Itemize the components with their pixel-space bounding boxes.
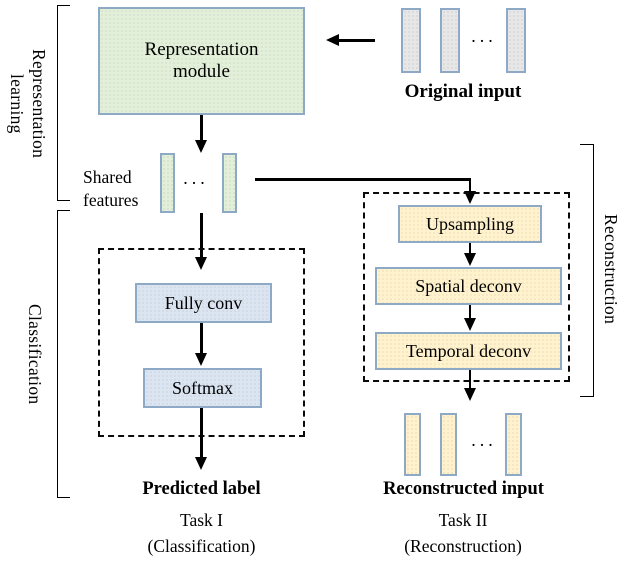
connector-features-to-reconstruction-drop — [468, 178, 471, 192]
spatial-deconv-box: Spatial deconv — [375, 267, 562, 305]
reconstructed-input-bar — [505, 413, 522, 476]
arrow-input-to-module-line — [337, 39, 375, 42]
spatial-deconv-label: Spatial deconv — [415, 275, 522, 296]
original-input-bar — [506, 8, 526, 73]
task2-sublabel: (Reconstruction) — [404, 536, 522, 556]
shared-features-label: Shared features — [83, 167, 139, 211]
fully-conv-label: Fully conv — [164, 292, 243, 313]
arrow-upsampling-to-spatial-line — [468, 243, 471, 255]
connector-features-to-reconstruction-line — [255, 178, 471, 181]
predicted-label-text: Predicted label — [142, 479, 261, 499]
shared-feature-bar — [160, 153, 175, 213]
original-input-bar — [440, 8, 460, 73]
reconstruction-dashed-box — [363, 192, 570, 382]
original-input-ellipsis: ... — [471, 26, 497, 46]
arrow-spatial-to-temporal-icon — [463, 318, 476, 331]
fully-conv-box: Fully conv — [135, 283, 272, 323]
label-classification: Classification — [25, 303, 45, 405]
arrow-features-to-classifier-line — [200, 213, 203, 258]
arrow-into-upsampling-icon — [463, 191, 476, 204]
representation-module-label: Representation module — [144, 39, 259, 82]
arrow-upsampling-to-spatial-icon — [463, 253, 476, 266]
arrow-features-to-classifier-icon — [194, 257, 207, 270]
arrow-temporal-to-output-line — [468, 370, 471, 389]
arrow-module-to-features-icon — [194, 140, 207, 153]
arrow-module-to-features-line — [200, 115, 203, 141]
shared-feature-bar — [222, 153, 237, 213]
temporal-deconv-box: Temporal deconv — [375, 332, 562, 370]
task1-label: Task I — [180, 510, 223, 530]
softmax-box: Softmax — [143, 368, 262, 408]
shared-features-ellipsis: ... — [183, 168, 209, 188]
arrow-fullyconv-to-softmax-icon — [194, 353, 207, 366]
upsampling-label: Upsampling — [426, 213, 514, 234]
bracket-reconstruction — [580, 144, 594, 397]
upsampling-box: Upsampling — [398, 205, 542, 243]
original-input-bar — [401, 8, 421, 73]
softmax-label: Softmax — [172, 377, 233, 398]
arrow-input-to-module-icon — [326, 33, 339, 46]
bracket-representation-learning — [57, 5, 70, 201]
reconstructed-input-label: Reconstructed input — [383, 479, 544, 499]
label-representation-learning: Representation learning — [7, 49, 49, 159]
task2-label: Task II — [438, 510, 488, 530]
temporal-deconv-label: Temporal deconv — [405, 340, 532, 361]
reconstructed-input-ellipsis: ... — [471, 430, 497, 450]
reconstructed-input-bar — [440, 413, 457, 476]
arrow-softmax-to-prediction-line — [200, 408, 203, 458]
task1-sublabel: (Classification) — [147, 536, 256, 556]
arrow-fullyconv-to-softmax-line — [200, 323, 203, 354]
bracket-classification — [57, 210, 70, 498]
original-input-label: Original input — [404, 81, 522, 102]
arrow-temporal-to-output-icon — [463, 388, 476, 401]
label-reconstruction: Reconstruction — [601, 213, 621, 325]
arrow-spatial-to-temporal-line — [468, 305, 471, 319]
representation-module-box: Representation module — [98, 7, 305, 115]
arrow-softmax-to-prediction-icon — [194, 457, 207, 470]
reconstructed-input-bar — [404, 413, 421, 476]
